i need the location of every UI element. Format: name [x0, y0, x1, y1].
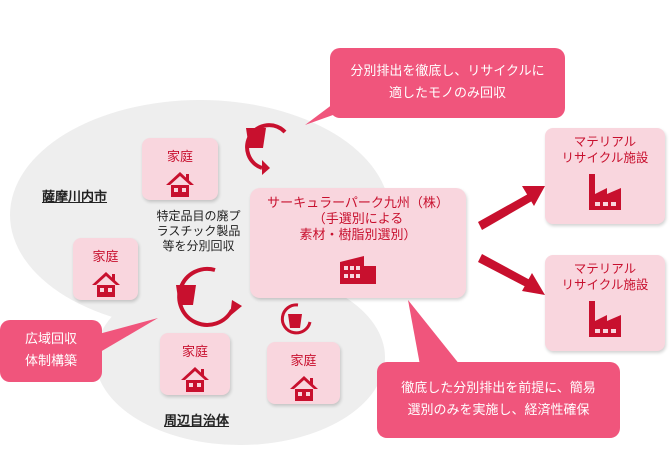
household-label: 家庭	[166, 150, 193, 165]
household-box: 家庭	[73, 238, 138, 300]
house-icon	[166, 172, 194, 197]
callout-text: 広域回収	[24, 332, 77, 347]
callout-text: 適したモノのみ回収	[388, 86, 506, 101]
callout-sorted-discharge: 分別排出を徹底し、リサイクルに 適したモノのみ回収	[330, 48, 565, 118]
household-label: 家庭	[181, 345, 208, 360]
note-line: 等を分別回収	[162, 239, 235, 253]
household-box: 家庭	[142, 138, 218, 200]
household-box: 家庭	[267, 342, 340, 404]
household-label: 家庭	[92, 250, 119, 265]
facility-label: マテリアル	[573, 134, 637, 149]
arrow-to-material-2	[478, 254, 545, 295]
callout-text: 体制構築	[24, 354, 77, 369]
center-title: サーキュラーパーク九州（株）	[267, 196, 449, 211]
circular-park-kyushu-box: サーキュラーパーク九州（株） （手選別による 素材・樹脂別選別）	[250, 188, 466, 298]
callout-wide-area-collection: 広域回収 体制構築	[0, 320, 102, 382]
note-line: ラスチック製品	[156, 224, 241, 238]
facility-label: リサイクル施設	[561, 150, 649, 165]
region-label-satsumasendai: 薩摩川内市	[42, 190, 108, 205]
household-box: 家庭	[160, 333, 230, 395]
center-subtitle: （手選別による	[312, 212, 404, 227]
factory-icon	[589, 301, 621, 337]
arrow-to-material-1	[478, 186, 545, 230]
recycle-icon-1	[245, 123, 287, 175]
house-icon	[91, 272, 120, 297]
callout-text: 徹底した分別排出を前提に、簡易	[401, 381, 596, 396]
material-recycling-facility-2: マテリアル リサイクル施設	[545, 255, 665, 351]
house-icon	[289, 376, 318, 401]
callout-text: 分別排出を徹底し、リサイクルに	[350, 64, 545, 79]
callout-bottom-tail	[408, 300, 460, 365]
note-line: 特定品目の廃プ	[156, 209, 241, 223]
callout-simple-sorting: 徹底した分別排出を前提に、簡易 選別のみを実施し、経済性確保	[377, 362, 620, 438]
collection-note: 特定品目の廃プ ラスチック製品 等を分別回収	[146, 209, 251, 254]
recycle-icon-2	[176, 266, 242, 327]
recycle-icon-3	[280, 303, 312, 335]
building-icon	[340, 256, 376, 284]
house-icon	[181, 367, 209, 392]
callout-text: 選別のみを実施し、経済性確保	[407, 403, 590, 418]
region-label-neighbors: 周辺自治体	[164, 414, 230, 429]
facility-label: マテリアル	[573, 261, 637, 276]
factory-icon	[589, 174, 621, 210]
facility-label: リサイクル施設	[561, 277, 649, 292]
material-recycling-facility-1: マテリアル リサイクル施設	[545, 128, 665, 224]
household-label: 家庭	[290, 354, 317, 369]
center-subtitle: 素材・樹脂別選別）	[299, 228, 417, 243]
callout-left-tail	[95, 318, 158, 355]
